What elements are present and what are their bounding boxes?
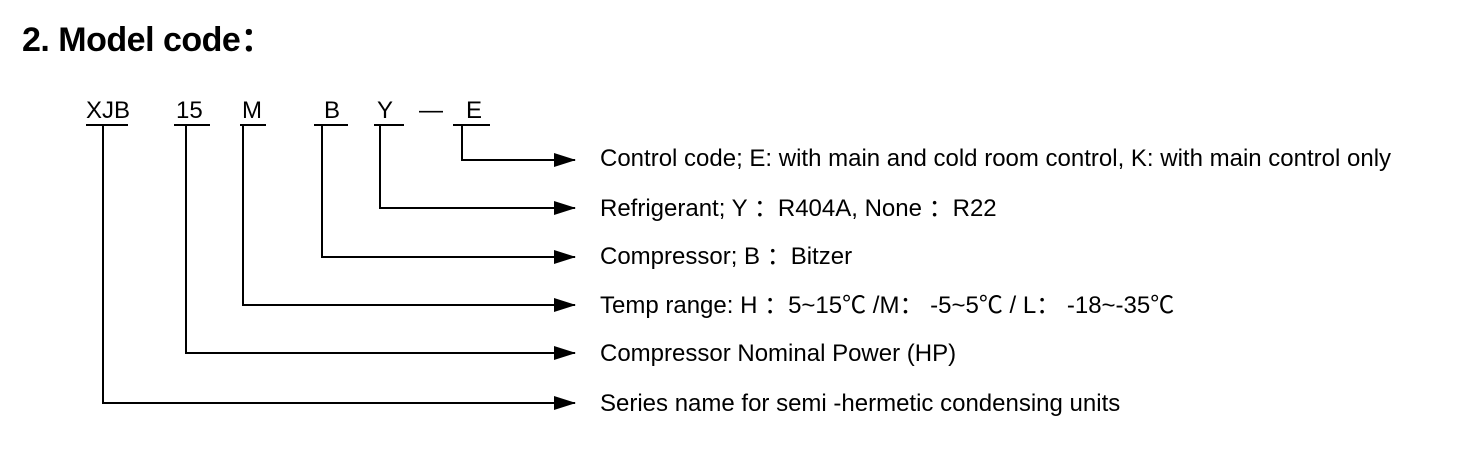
desc-temp-range: Temp range: H ：5~15℃ /M： -5~5℃ / L： -18~… <box>600 292 1175 319</box>
code-part-power: 15 <box>176 97 203 124</box>
section-title: 2. Model code： <box>22 21 274 59</box>
code-part-control: E <box>466 97 483 124</box>
code-part-refrigerant: Y <box>377 97 394 124</box>
arrow-series-name <box>102 126 576 410</box>
desc-refrigerant: Refrigerant; Y ：R404A, None ：R22 <box>600 195 997 222</box>
arrow-nominal-power <box>185 126 576 360</box>
arrow-control-code <box>461 126 576 167</box>
arrow-temp-range <box>242 126 576 312</box>
desc-compressor: Compressor; B ：Bitzer <box>600 243 853 270</box>
desc-control-code: Control code; E: with main and cold room… <box>600 145 1392 172</box>
desc-series-name: Series name for semi -hermetic condensin… <box>600 390 1121 417</box>
code-part-compressor: B <box>324 97 341 124</box>
arrow-refrigerant <box>379 126 576 215</box>
arrow-compressor <box>321 126 576 264</box>
code-part-series: XJB <box>86 97 131 124</box>
code-part-dash: — <box>419 97 443 124</box>
code-part-temp: M <box>242 97 262 124</box>
desc-nominal-power: Compressor Nominal Power (HP) <box>600 340 957 367</box>
